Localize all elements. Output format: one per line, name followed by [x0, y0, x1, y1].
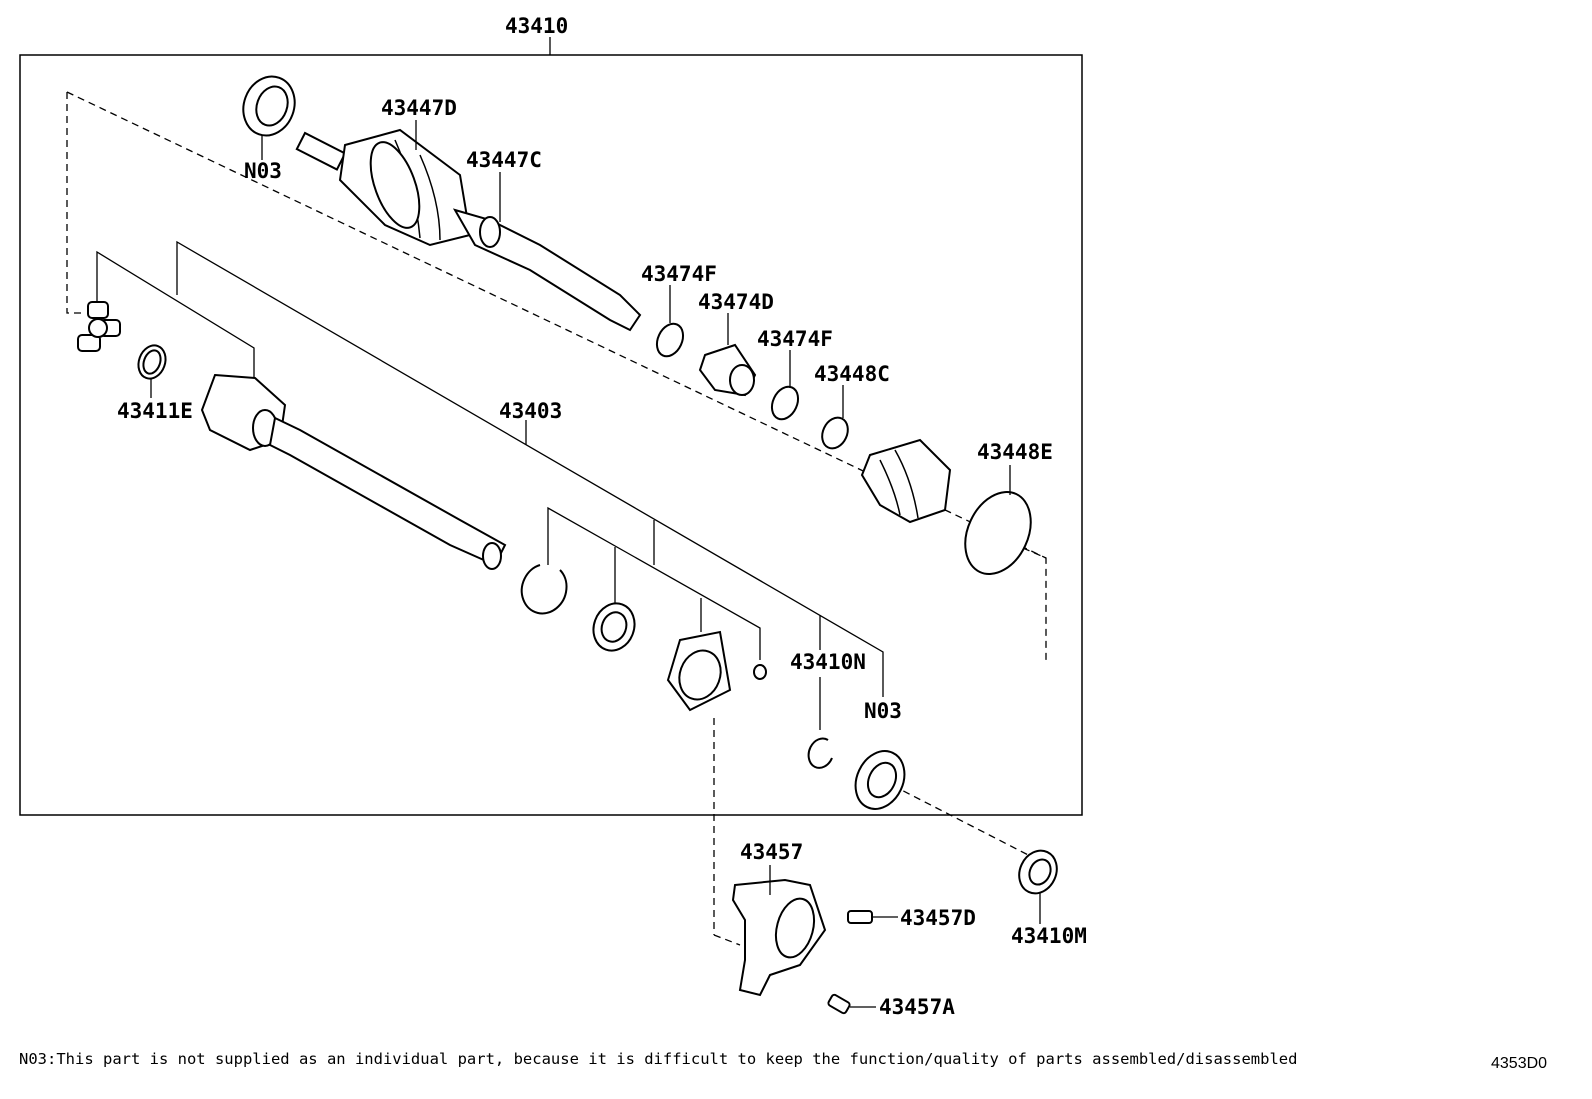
label-43448c: 43448C — [814, 362, 890, 386]
inner-boot-drawing — [860, 438, 1032, 575]
bracket-drawing — [731, 865, 898, 1015]
footnote-text: N03:This part is not supplied as an indi… — [19, 1050, 1298, 1068]
label-43447c: 43447C — [466, 148, 542, 172]
label-43474f-1: 43474F — [641, 262, 717, 286]
label-43474f-2: 43474F — [757, 327, 833, 351]
assembly-frame — [19, 54, 1083, 816]
label-n03-top: N03 — [244, 159, 282, 183]
label-43457a: 43457A — [879, 995, 955, 1019]
label-n03-bottom: N03 — [864, 699, 902, 723]
label-43410n: 43410N — [790, 650, 866, 674]
label-43411e: 43411E — [117, 399, 193, 423]
diagram-code: 4353D0 — [1491, 1055, 1548, 1072]
label-43447d: 43447D — [381, 96, 457, 120]
label-43403: 43403 — [499, 399, 562, 423]
label-43474d: 43474D — [698, 290, 774, 314]
seal-n03-top-drawing — [242, 75, 296, 160]
seal-43410m-drawing — [1018, 849, 1058, 924]
label-43448e: 43448E — [977, 440, 1053, 464]
ring-43411e-drawing — [137, 344, 167, 398]
label-43410: 43410 — [505, 14, 568, 38]
tripod-drawing — [77, 301, 121, 352]
label-43410m: 43410M — [1011, 924, 1087, 948]
clamps-drawing — [655, 285, 849, 450]
label-43457d: 43457D — [900, 906, 976, 930]
inner-shaft-drawing — [200, 373, 507, 570]
label-43457: 43457 — [740, 840, 803, 864]
outer-shaft-drawing — [295, 120, 642, 332]
lower-parts-drawing — [520, 564, 906, 810]
